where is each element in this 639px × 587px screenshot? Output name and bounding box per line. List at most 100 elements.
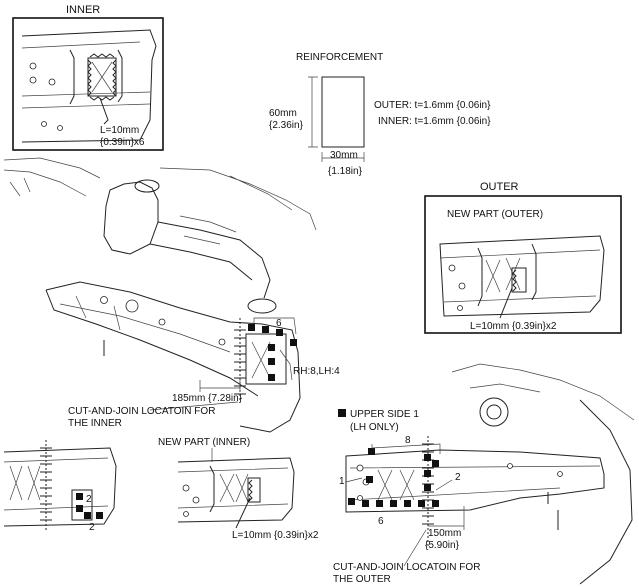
dim-185-label: 185mm {7.28in}: [172, 393, 243, 404]
inner-reinforcement: [87, 57, 117, 97]
dim-185: [199, 380, 241, 392]
apron-ribs: [179, 215, 237, 245]
weld-spot: [368, 448, 375, 455]
weld-spot: [362, 500, 369, 507]
br-side-member: [345, 449, 605, 513]
inner-title: INNER: [66, 4, 100, 16]
inner-hole: [29, 76, 37, 84]
cut-join-inner-line2: THE INNER: [68, 418, 122, 429]
weld-spot: [84, 512, 91, 519]
outer-hole: [448, 264, 456, 272]
weld-spot: [418, 500, 425, 507]
new-inner-weld: L=10mm {0.39in}x2: [232, 530, 319, 541]
outer-weld-marks: [512, 269, 517, 292]
weld-spot: [432, 460, 439, 467]
weld-spot: [390, 500, 397, 507]
reinforcement-spec: REINFORCEMENT 60mm {2.36in} 30mm {1.18in…: [269, 52, 491, 177]
inner-weld-marks: [89, 53, 115, 101]
dim-150-mm: 150mm: [428, 528, 461, 539]
outer-leader: [499, 287, 513, 319]
weld-spot: [432, 500, 439, 507]
member-hole: [158, 318, 166, 326]
lh-only: (LH ONLY): [350, 422, 399, 433]
member-hole: [218, 338, 226, 346]
weld-spot: [96, 512, 103, 519]
bl-panel-outline: [3, 447, 117, 527]
new-inner-reinforcement: [247, 477, 261, 503]
weld-spot: [404, 500, 411, 507]
callout-6: 6: [276, 318, 282, 329]
br-hole: [356, 464, 364, 472]
inner-hole: [48, 78, 56, 86]
outer-hole: [458, 282, 466, 290]
upper-side-1: UPPER SIDE 1: [350, 409, 419, 420]
reinforcement-width-mm: 30mm: [330, 150, 358, 161]
inner-weld-marks: [112, 59, 117, 97]
br-cross: [377, 469, 415, 501]
bl-panel-ribs: [3, 457, 109, 511]
new-inner-outline: [177, 457, 295, 523]
new-inner-cross: [219, 473, 249, 503]
side-member-ribs: [59, 295, 231, 353]
main-view: 6 RH:8,LH:4 185mm {7.28in} CUT-AND-JOIN …: [3, 157, 340, 433]
bottom-right-detail: UPPER SIDE 1 (LH ONLY) 8 1 2 6 150mm {5.…: [333, 363, 635, 585]
br-label-6: 6: [378, 516, 384, 527]
weld-spot: [248, 324, 255, 331]
body-outline: [3, 157, 101, 197]
reinforcement-plate: [321, 76, 365, 148]
inner-thickness: INNER: t=1.6mm {0.06in}: [378, 116, 491, 127]
member-hole: [100, 296, 108, 304]
dim-150: [428, 506, 465, 530]
main-reinforcement: [245, 333, 287, 385]
br-strut-hole-inner: [486, 404, 502, 420]
inner-weld-marks: [87, 59, 92, 97]
new-inner-ribs: [177, 467, 289, 509]
bl-label-2a: 2: [86, 494, 92, 505]
new-inner-weld-marks: [248, 479, 253, 502]
br-pin: [547, 492, 559, 530]
member-boss: [247, 298, 277, 314]
weld-spot: [268, 374, 275, 381]
outer-thickness: OUTER: t=1.6mm {0.06in}: [374, 100, 491, 111]
br-label-8: 8: [405, 435, 411, 446]
member-hole: [125, 299, 139, 313]
weld-spot: [76, 505, 83, 512]
outer-frame: [424, 195, 622, 334]
new-inner-rail: [209, 465, 215, 513]
inner-panel-outline: [21, 29, 157, 143]
weld-spot: [424, 484, 431, 491]
callout-8-bracket: [371, 443, 441, 454]
reinforcement-title: REINFORCEMENT: [296, 52, 383, 63]
new-inner-leader: [235, 497, 251, 529]
main-reinforcement-cross: [251, 341, 271, 379]
new-inner-title: NEW PART (INNER): [158, 437, 250, 448]
outer-weld: L=10mm {0.39in}x2: [470, 321, 557, 332]
callout-1-leader: [345, 477, 363, 483]
rh-lh-label: RH:8,LH:4: [293, 366, 340, 377]
reinforcement-height-mm: 60mm: [269, 108, 297, 119]
outer-title: OUTER: [480, 181, 519, 193]
inner-rail: [69, 49, 123, 105]
weld-spot: [76, 493, 83, 500]
br-member-ribs: [349, 465, 601, 501]
weld-spot: [348, 498, 355, 505]
legend-square: [338, 409, 346, 417]
cut-join-outer-line2: THE OUTER: [333, 574, 391, 585]
callout-6-bracket: [253, 317, 297, 335]
outer-cross: [485, 257, 521, 293]
outer-inset: OUTER NEW PART (OUTER) L=10mm {0.39in}x2: [424, 181, 622, 334]
new-inner-hole: [183, 511, 189, 517]
weld-spot: [268, 344, 275, 351]
body-outline: [159, 167, 317, 231]
cut-join-inner-leader: [149, 401, 239, 411]
cut-join-outer-leader: [403, 529, 427, 567]
br-strut-hole: [479, 397, 509, 427]
cut-join-outer-line1: CUT-AND-JOIN LOCATOIN FOR: [333, 562, 480, 573]
inner-leader: [99, 97, 109, 125]
reinforcement-width-in: {1.18in}: [328, 166, 363, 177]
br-hole: [357, 495, 363, 501]
inner-frame: [12, 17, 164, 151]
inner-inset: INNER L=10mm {0.39in}x6: [12, 4, 164, 151]
new-inner-hole: [192, 496, 200, 504]
dim-150-in: {5.90in}: [425, 540, 460, 551]
